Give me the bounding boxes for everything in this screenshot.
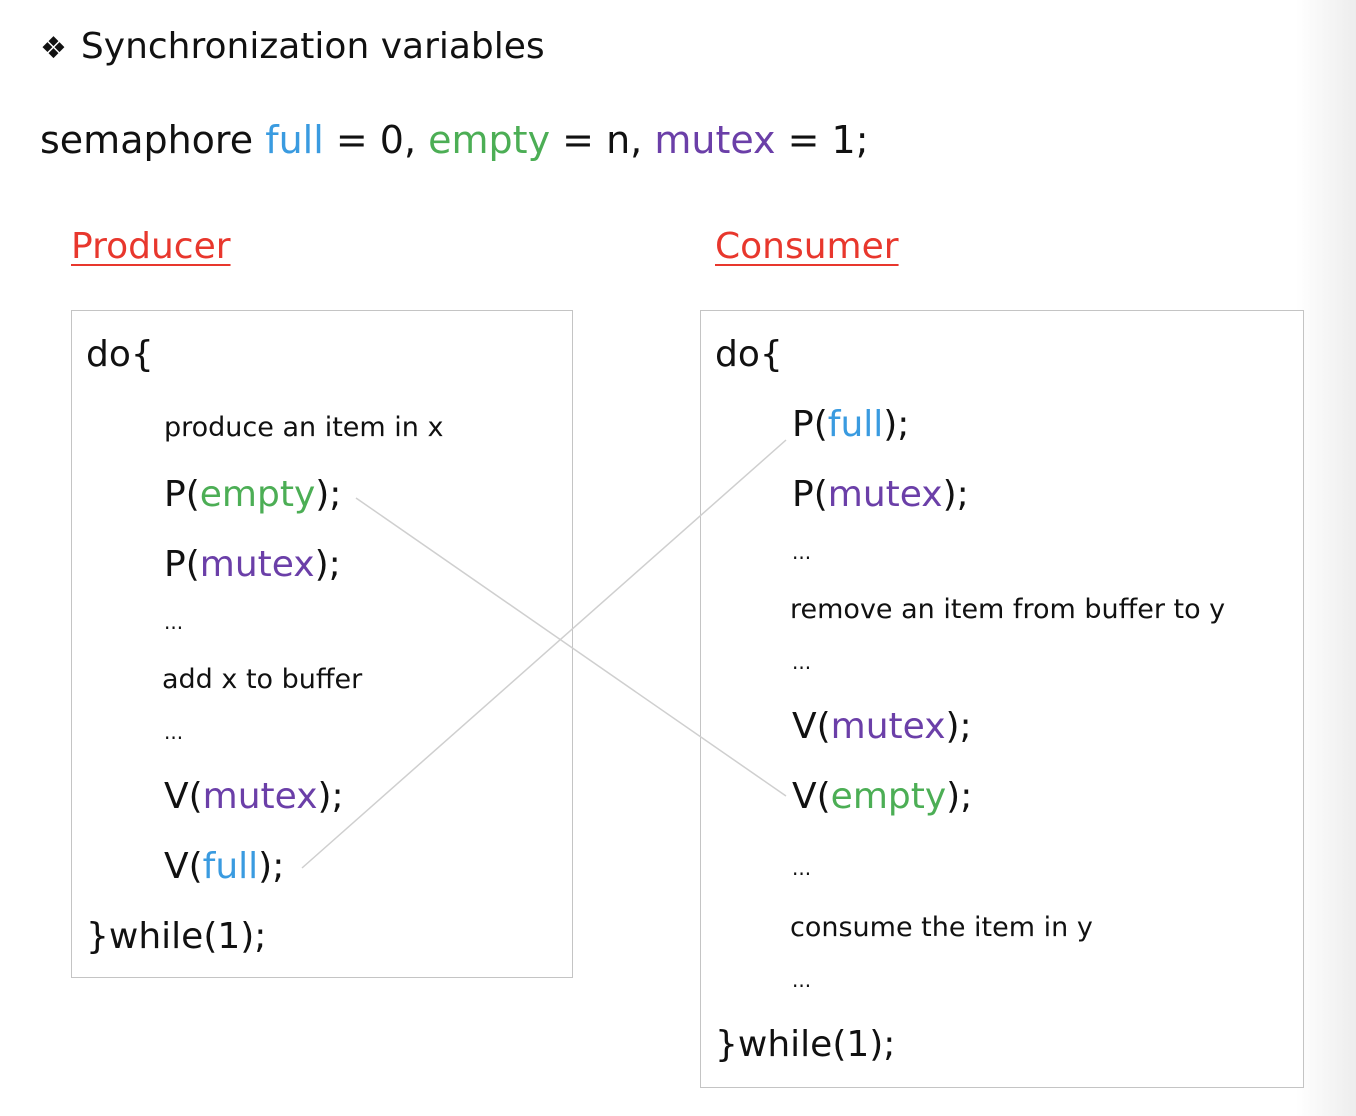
consumer-p-mutex: P(mutex); — [792, 474, 969, 515]
decl-keyword: semaphore — [40, 118, 254, 162]
decl-full: full — [265, 118, 324, 162]
call-close: ); — [883, 404, 910, 445]
producer-produce-step: produce an item in x — [164, 412, 444, 443]
call-close: ); — [945, 706, 972, 747]
call-close: ); — [258, 846, 285, 887]
producer-code-box — [71, 310, 573, 978]
producer-v-mutex: V(mutex); — [164, 776, 344, 817]
arg-mutex: mutex — [830, 706, 946, 747]
heading-text: Synchronization variables — [80, 26, 545, 67]
call-close: ); — [942, 474, 969, 515]
consumer-consume-step: consume the item in y — [790, 912, 1093, 943]
consumer-v-empty: V(empty); — [792, 776, 972, 817]
p-op: P( — [792, 404, 828, 445]
v-op: V( — [792, 776, 831, 817]
producer-while-close: }while(1); — [86, 916, 267, 957]
producer-ellipsis-2: ... — [164, 720, 184, 744]
consumer-code-box — [700, 310, 1304, 1088]
producer-p-empty: P(empty); — [164, 474, 341, 515]
producer-title: Producer — [71, 226, 231, 267]
producer-v-full: V(full); — [164, 846, 284, 887]
arg-mutex: mutex — [202, 776, 318, 817]
consumer-ellipsis-2: ... — [792, 650, 812, 674]
producer-add-step: add x to buffer — [162, 664, 363, 695]
diamond-bullet-icon: ❖ — [40, 31, 67, 66]
arg-empty: empty — [830, 776, 947, 817]
arg-mutex: mutex — [199, 544, 315, 585]
consumer-ellipsis-1: ... — [792, 540, 812, 564]
v-op: V( — [164, 776, 203, 817]
call-close: ); — [317, 776, 344, 817]
producer-do-open: do{ — [86, 334, 154, 375]
connector-p-empty-to-v-empty — [355, 497, 787, 797]
edge-shade — [1296, 0, 1356, 1116]
decl-full-init: = 0, — [335, 118, 417, 162]
p-op: P( — [164, 544, 200, 585]
decl-mutex-init: = 1; — [787, 118, 869, 162]
section-heading: ❖ Synchronization variables — [40, 26, 545, 67]
decl-mutex: mutex — [654, 118, 776, 162]
call-close: ); — [946, 776, 973, 817]
connector-v-full-to-p-full — [301, 439, 787, 869]
p-op: P( — [164, 474, 200, 515]
consumer-title: Consumer — [715, 226, 899, 267]
semaphore-declaration: semaphore full = 0, empty = n, mutex = 1… — [40, 118, 869, 162]
producer-p-mutex: P(mutex); — [164, 544, 341, 585]
v-op: V( — [164, 846, 203, 887]
arg-full: full — [827, 404, 884, 445]
call-close: ); — [315, 474, 342, 515]
consumer-ellipsis-3: ... — [792, 856, 812, 880]
producer-ellipsis-1: ... — [164, 610, 184, 634]
arg-empty: empty — [199, 474, 316, 515]
decl-empty-init: = n, — [562, 118, 643, 162]
consumer-do-open: do{ — [715, 334, 783, 375]
consumer-p-full: P(full); — [792, 404, 909, 445]
consumer-while-close: }while(1); — [715, 1024, 896, 1065]
decl-empty: empty — [428, 118, 551, 162]
consumer-v-mutex: V(mutex); — [792, 706, 972, 747]
arg-full: full — [202, 846, 259, 887]
consumer-remove-step: remove an item from buffer to y — [790, 594, 1226, 625]
arg-mutex: mutex — [827, 474, 943, 515]
consumer-ellipsis-4: ... — [792, 968, 812, 992]
v-op: V( — [792, 706, 831, 747]
p-op: P( — [792, 474, 828, 515]
call-close: ); — [314, 544, 341, 585]
